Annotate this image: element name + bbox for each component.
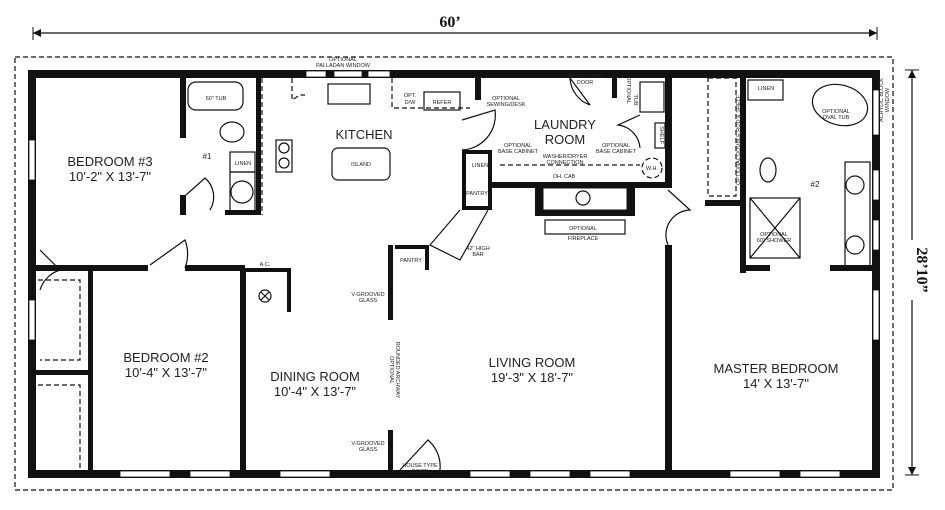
fixtures [38, 77, 871, 468]
base-cab-right-2: BASE CABINET [596, 149, 637, 155]
living-name: LIVING ROOM [489, 355, 576, 370]
sewing-label-2: SEWING/DESK [487, 102, 526, 108]
archway-label-1: OPTIONAL [388, 356, 394, 384]
depth-label: 28’10” [913, 247, 930, 292]
depth-dimension: 28’10” [902, 69, 930, 476]
rod-shelf-label: OPTIONAL DOUBLE ROD & SHELF [736, 94, 742, 185]
living-size: 19'-3" X 18'-7" [491, 370, 574, 385]
oval-tub-label-2: OVAL TUB [823, 115, 850, 121]
base-cab-left-2: BASE CABINET [498, 149, 539, 155]
opt-tub-label-2: TUB [632, 95, 638, 106]
oval-tub-icon [811, 83, 869, 127]
dining-size: 10'-4" X 13'-7" [274, 384, 357, 399]
palladian-label-2: PALLADAN WINDOW [316, 63, 371, 69]
front-door-label-2: DOOR [412, 469, 429, 475]
fireplace-label-1: OPTIONAL [569, 226, 597, 232]
shelf-label: SHELF [658, 126, 664, 144]
vglass2-label-2: GLASS [359, 447, 378, 453]
ac-unit-icon [258, 289, 272, 303]
shower-icon [749, 197, 801, 259]
doors [39, 77, 692, 471]
refer-label: REFER [433, 100, 452, 106]
shower-label-2: 60" SHOWER [757, 238, 791, 244]
water-heater-icon [641, 157, 663, 179]
island-icon [331, 147, 391, 181]
opt-tub-label-1: OPTIONAL [625, 76, 631, 104]
kitchen-sink-icon [327, 83, 371, 105]
wh-label: W.H. [646, 166, 658, 172]
master-size: 14' X 13'-7" [743, 376, 809, 391]
bathtub-icon [187, 81, 244, 111]
dining-name: DINING ROOM [270, 369, 360, 384]
palladian-label-1: OPTIONAL [329, 57, 357, 63]
vglass1-label-2: GLASS [359, 298, 378, 304]
toilet-icon [219, 121, 245, 143]
bar-label-1: 42" HIGH [466, 246, 489, 252]
vglass1-label-1: V-GROOVED [351, 292, 384, 298]
oval-tub-label-1: OPTIONAL [822, 109, 850, 115]
toilet-icon-2 [759, 157, 777, 183]
linen1-label: LINEN [235, 161, 251, 167]
linen2-label: LINEN [472, 163, 488, 169]
bedroom2-name: BEDROOM #2 [123, 350, 208, 365]
laundry-door-label-2: DOOR [577, 80, 594, 86]
acrylic-label-1: ACRYLIC BLOCK [879, 78, 885, 122]
optional-tub-icon [639, 81, 665, 113]
shower-label-1: OPTIONAL [760, 232, 788, 238]
interior-walls [28, 78, 875, 475]
vglass2-label-1: V-GROOVED [351, 441, 384, 447]
laundry-door-label-1: HOUSE TYPE [567, 74, 603, 80]
linen3-label: LINEN [758, 86, 774, 92]
base-cab-right-1: OPTIONAL [602, 143, 630, 149]
width-label: 60’ [439, 14, 460, 31]
front-door-label-1: HOUSE TYPE [402, 463, 438, 469]
oh-cab-label: OH. CAB [553, 174, 576, 180]
bath1-name: #1 [203, 152, 212, 161]
exterior-walls [28, 70, 880, 478]
master-name: MASTER BEDROOM [714, 361, 839, 376]
kitchen-name: KITCHEN [335, 127, 392, 142]
bath2-name: #2 [811, 180, 820, 189]
washer-label-1: WASHER/DRYER [543, 154, 588, 160]
width-dimension: 60’ [32, 12, 878, 40]
bedroom3-size: 10'-2" X 13'-7" [69, 169, 152, 184]
sink-icon [230, 180, 254, 204]
pantry1-label: PANTRY [466, 191, 488, 197]
island-label: ISLAND [351, 162, 371, 168]
windows [28, 70, 880, 478]
fireplace-icon [575, 190, 591, 206]
bar-label-2: BAR [472, 252, 483, 258]
base-cab-left-1: OPTIONAL [504, 143, 532, 149]
sewing-label-1: OPTIONAL [492, 96, 520, 102]
bedroom3-name: BEDROOM #3 [67, 154, 152, 169]
dw-label-2: D/W [405, 100, 417, 106]
pantry2-label: PANTRY [400, 258, 422, 264]
archway-label-2: ROUNDED ARCHWAY [394, 342, 400, 399]
bedroom2-size: 10'-4" X 13'-7" [125, 365, 208, 380]
acrylic-label-2: WINDOW [885, 87, 891, 112]
laundry-name-1: LAUNDRY [534, 117, 596, 132]
washer-label-2: CONNECTION [547, 160, 584, 166]
laundry-name-2: ROOM [545, 132, 585, 147]
range-icon [275, 139, 293, 173]
roof-overhang-outline [14, 56, 894, 491]
ac-label: A.C. [260, 262, 271, 268]
tub-label: 60" TUB [206, 96, 227, 102]
dw-label-1: OPT. [404, 93, 417, 99]
fireplace-label-2: FIREPLACE [568, 236, 599, 242]
